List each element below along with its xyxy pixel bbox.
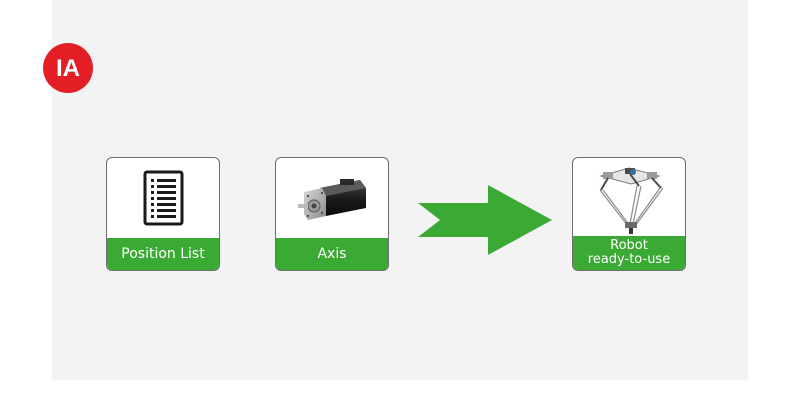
brand-logo-icon: IA [43,43,93,93]
step-card-robot: Robot ready-to-use [572,157,686,271]
step-label: Position List [107,238,219,270]
step-card-axis: Axis [275,157,389,271]
servo-motor-icon [298,179,366,220]
step-label: Robot ready-to-use [573,236,685,270]
list-document-icon [143,170,184,226]
step-label: Axis [276,238,388,270]
step-card-position-list: Position List [106,157,220,271]
delta-robot-icon [599,167,664,234]
logo-text: IA [56,55,80,82]
right-arrow-icon [418,185,552,255]
